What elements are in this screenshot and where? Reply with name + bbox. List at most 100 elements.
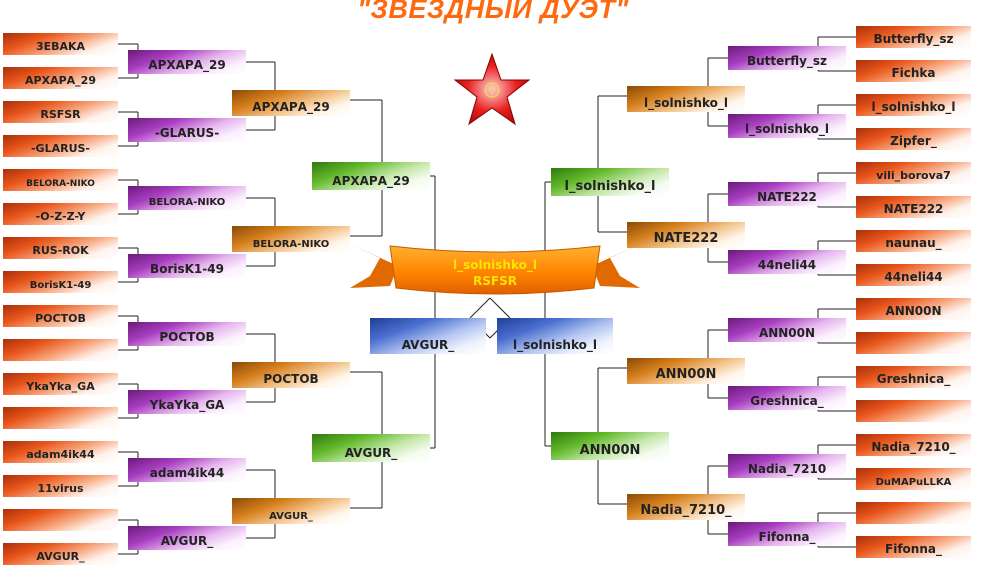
player-name: DuMAPuLLKA	[875, 477, 952, 488]
right-r2-slot: 44neli44	[728, 250, 846, 274]
right-r2-slot: Greshnica_	[728, 386, 846, 410]
player-name: -GLARUS-	[154, 126, 220, 140]
player-name: NATE222	[653, 231, 719, 246]
player-name: naunau_	[885, 236, 942, 250]
bracket-connector	[469, 297, 491, 319]
player-name: l_solnishko_l	[871, 100, 956, 114]
player-name: RUS-ROK	[32, 244, 89, 257]
player-name: BELORA-NIKO	[252, 239, 330, 250]
left-r2-slot: adam4ik44	[128, 458, 246, 482]
right-r1-slot	[856, 502, 971, 524]
left-r1-slot: RSFSR	[3, 101, 118, 123]
left-r2-slot: AVGUR_	[128, 526, 246, 550]
right-r1-slot: DuMAPuLLKA	[856, 468, 971, 490]
player-name: l_solnishko_l	[644, 96, 728, 110]
right-r2-slot: Fifonna_	[728, 522, 846, 546]
right-r1-slot: Butterfly_sz	[856, 26, 971, 48]
player-name: Greshnica_	[750, 394, 824, 408]
right-r4-slot: l_solnishko_l	[551, 168, 669, 196]
left-r4-slot: AVGUR_	[312, 434, 430, 462]
left-r2-slot: АРХАРА_29	[128, 50, 246, 74]
left-r1-slot	[3, 407, 118, 429]
right-r1-slot: Greshnica_	[856, 366, 971, 388]
left-r3-slot: BELORA-NIKO	[232, 226, 350, 252]
right-r3-slot: ANN00N	[627, 358, 745, 384]
player-name: vili_borova7	[876, 169, 951, 182]
player-name: -O-Z-Z-Y	[35, 210, 86, 223]
left-r3-slot: AVGUR_	[232, 498, 350, 524]
player-name: ANN00N	[885, 304, 942, 318]
player-name: Butterfly_sz	[746, 54, 828, 68]
player-name: 11virus	[37, 482, 84, 495]
player-name: Nadia_7210_	[871, 440, 956, 454]
left-r1-slot: YkaYka_GA	[3, 373, 118, 395]
player-name: l_solnishko_l	[564, 179, 656, 194]
left-r1-slot	[3, 339, 118, 361]
player-name: Fifonna_	[885, 542, 942, 556]
player-name: BorisK1-49	[150, 262, 224, 276]
player-name: adam4ik44	[26, 448, 95, 461]
player-name: ANN00N	[579, 443, 641, 458]
player-name: BELORA-NIKO	[148, 197, 226, 208]
player-name: 44neli44	[884, 270, 943, 284]
player-name: RSFSR	[40, 108, 81, 121]
left-r1-slot: 11virus	[3, 475, 118, 497]
player-name: AVGUR_	[401, 338, 455, 352]
player-name: Fichka	[891, 66, 936, 80]
left-r1-slot: РОСТОВ	[3, 305, 118, 327]
right-r2-slot: ANN00N	[728, 318, 846, 342]
player-name: BELORA-NIKO	[26, 179, 95, 189]
bracket-connector	[489, 297, 511, 319]
player-name: AVGUR_	[269, 511, 313, 522]
right-r2-slot: Nadia_7210	[728, 454, 846, 478]
player-name: YkaYka_GA	[26, 380, 95, 393]
player-name: Butterfly_sz	[873, 32, 954, 46]
left-r2-slot: BorisK1-49	[128, 254, 246, 278]
left-r3-slot: АРХАРА_29	[232, 90, 350, 116]
player-name: Fifonna_	[758, 530, 816, 544]
right-finalist-slot: l_solnishko_l	[497, 318, 613, 354]
player-name: АРХАРА_29	[252, 100, 330, 114]
red-star-icon	[453, 52, 531, 126]
right-r1-slot	[856, 332, 971, 354]
player-name: Nadia_7210	[747, 462, 827, 476]
player-name: l_solnishko_l	[745, 122, 829, 136]
player-name: Nadia_7210_	[640, 503, 732, 518]
player-name: AVGUR_	[160, 534, 214, 548]
left-r2-slot: -GLARUS-	[128, 118, 246, 142]
right-r1-slot: ANN00N	[856, 298, 971, 320]
player-name: adam4ik44	[149, 466, 225, 480]
right-r1-slot: Zipfer_	[856, 128, 971, 150]
right-r1-slot: 44neli44	[856, 264, 971, 286]
player-name: NATE222	[757, 190, 817, 204]
player-name: BorisK1-49	[29, 280, 92, 291]
player-name: NATE222	[883, 202, 944, 216]
right-r3-slot: Nadia_7210_	[627, 494, 745, 520]
left-r2-slot: YkaYka_GA	[128, 390, 246, 414]
right-r2-slot: l_solnishko_l	[728, 114, 846, 138]
left-r1-slot: RUS-ROK	[3, 237, 118, 259]
left-r1-slot: BorisK1-49	[3, 271, 118, 293]
right-r1-slot	[856, 400, 971, 422]
left-r4-slot: АРХАРА_29	[312, 162, 430, 190]
right-r3-slot: NATE222	[627, 222, 745, 248]
left-r1-slot	[3, 509, 118, 531]
left-r1-slot: -GLARUS-	[3, 135, 118, 157]
right-r1-slot: l_solnishko_l	[856, 94, 971, 116]
champion-partner: RSFSR	[473, 274, 517, 288]
player-name: Greshnica_	[876, 372, 951, 386]
player-name: АРХАРА_29	[148, 58, 226, 72]
player-name: AVGUR_	[344, 446, 398, 460]
left-r1-slot: 3EBAKA	[3, 33, 118, 55]
player-name: Zipfer_	[890, 134, 937, 148]
left-r2-slot: РОСТОВ	[128, 322, 246, 346]
player-name: AVGUR_	[36, 550, 85, 563]
player-name: 44neli44	[757, 258, 817, 272]
left-r1-slot: АРХАРА_29	[3, 67, 118, 89]
champion-ribbon	[350, 244, 640, 295]
player-name: РОСТОВ	[159, 330, 215, 344]
player-name: ANN00N	[655, 367, 717, 382]
left-r1-slot: BELORA-NIKO	[3, 169, 118, 191]
right-r4-slot: ANN00N	[551, 432, 669, 460]
right-r1-slot: Fifonna_	[856, 536, 971, 558]
